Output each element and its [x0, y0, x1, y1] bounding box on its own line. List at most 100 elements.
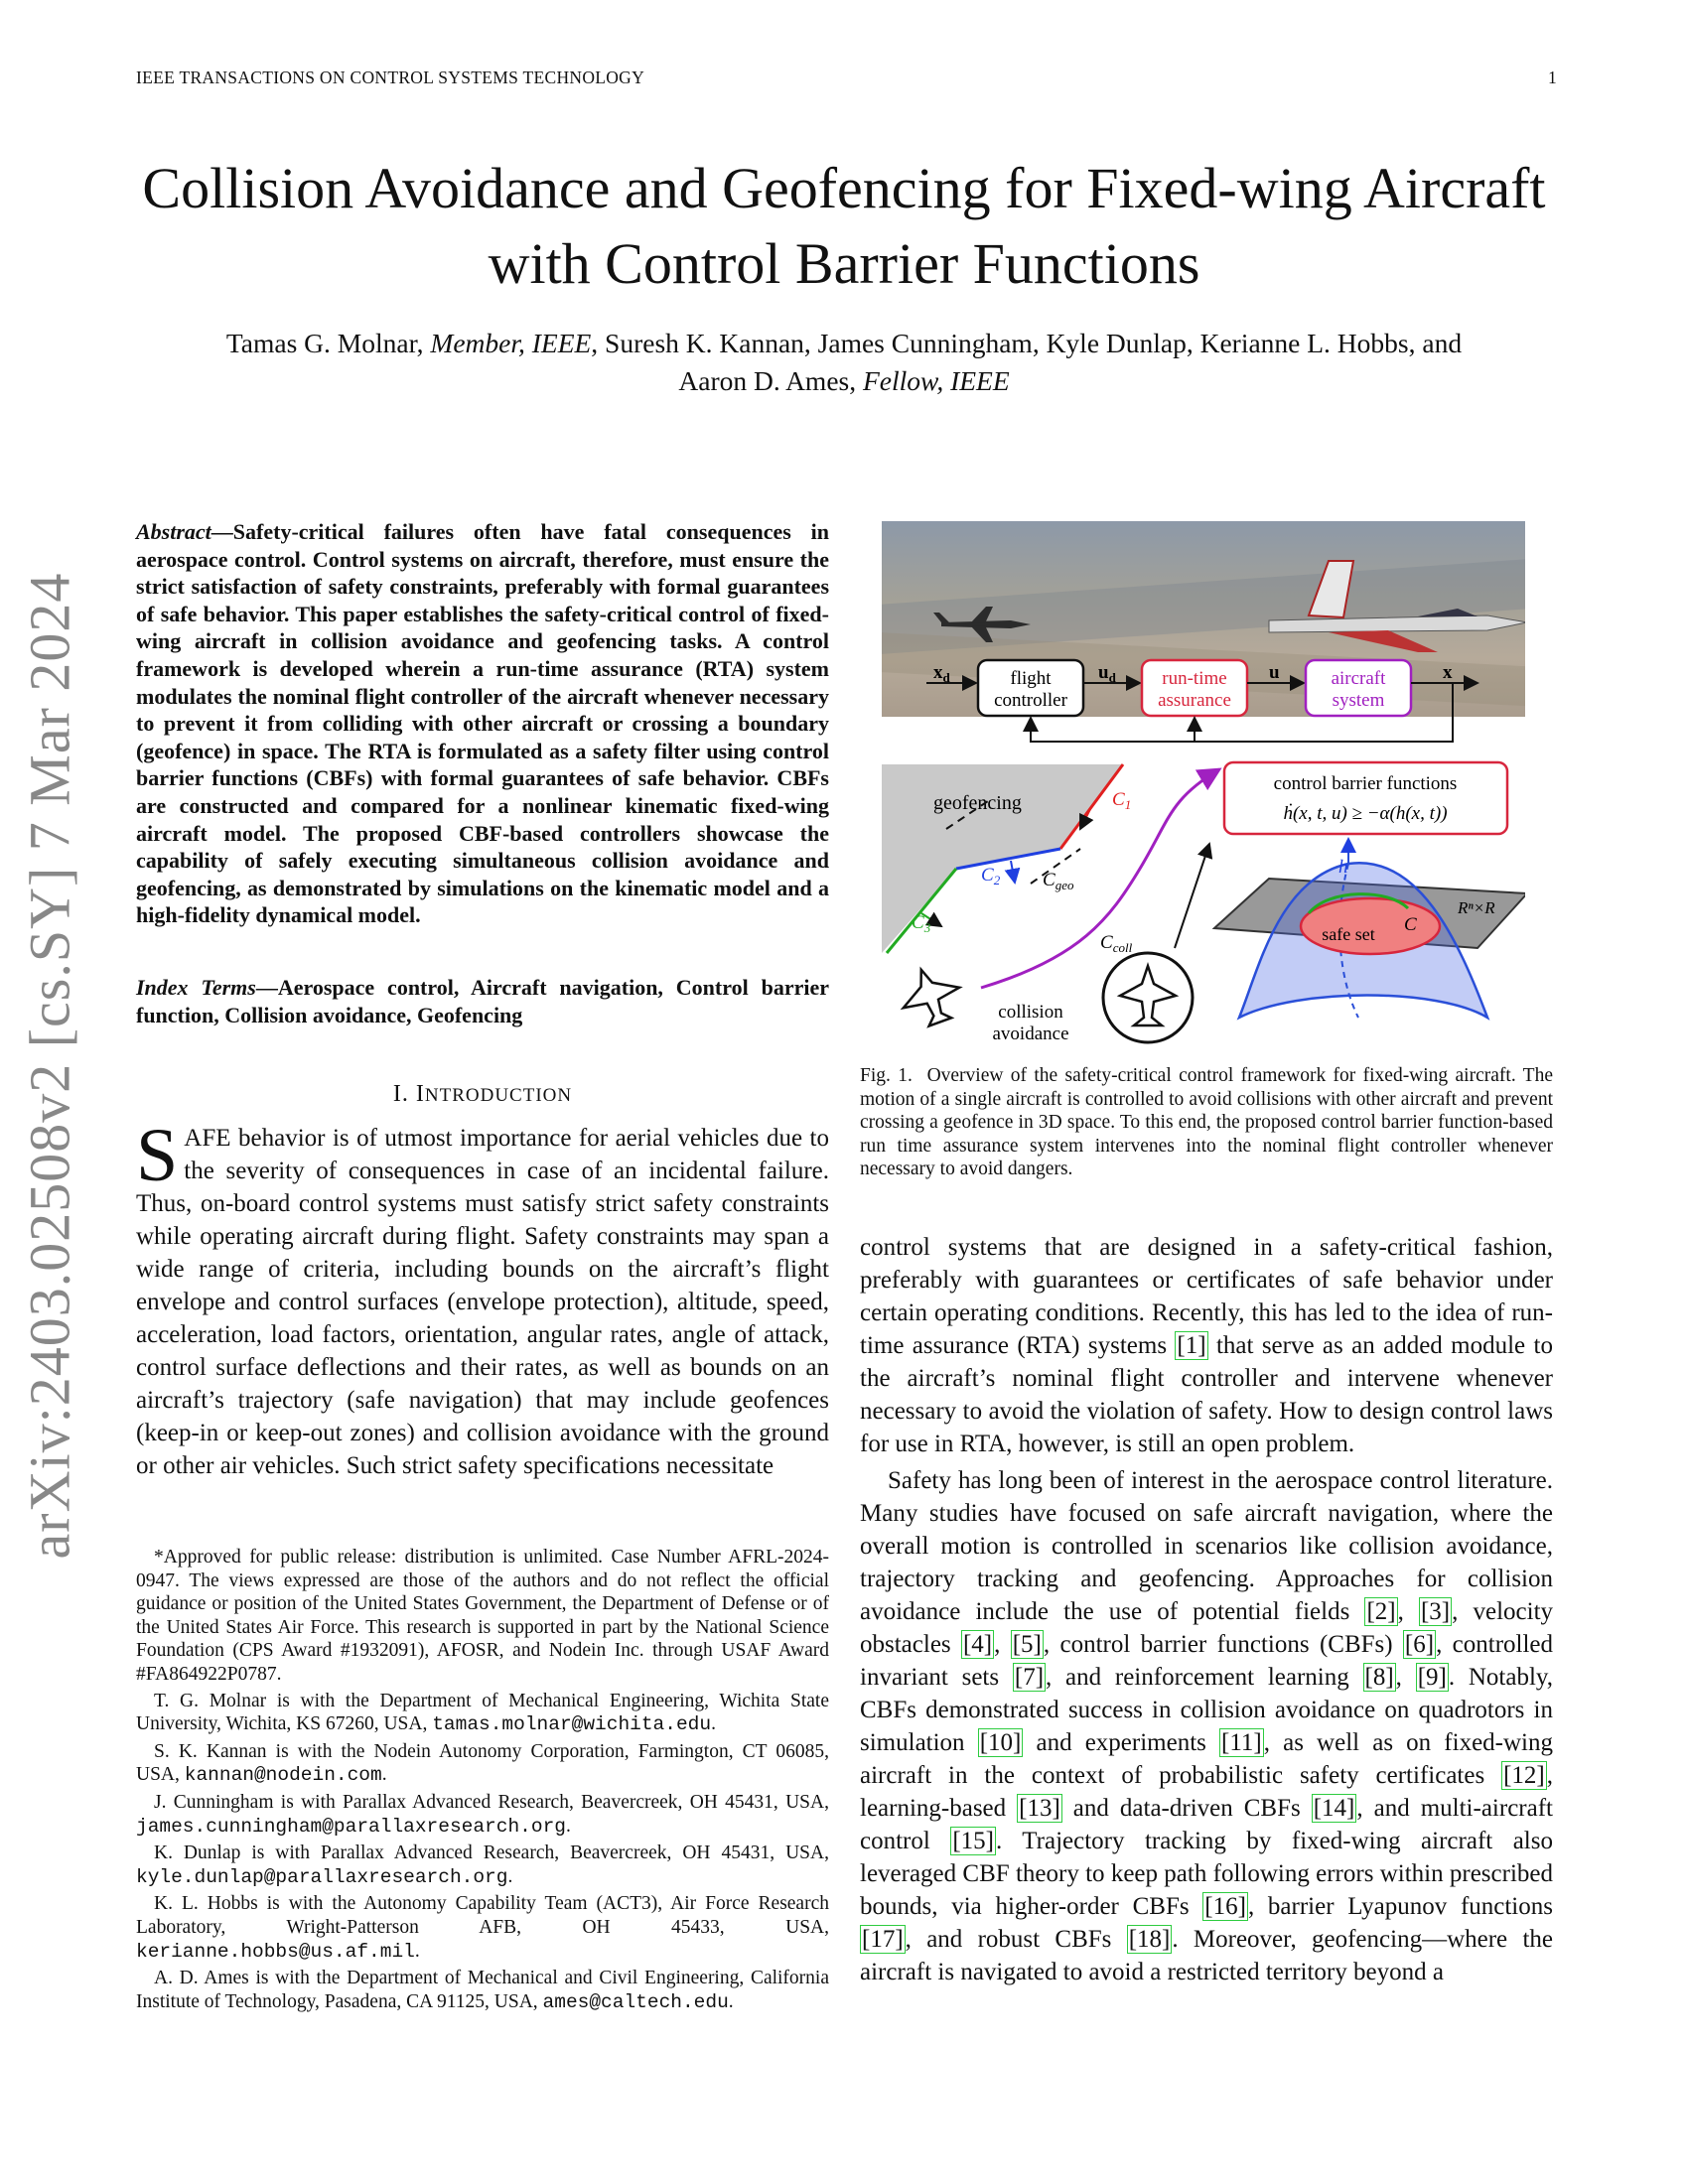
citation-1[interactable]: [1]: [1175, 1331, 1208, 1360]
p2-text: , barrier Lyapunov functions: [1247, 1893, 1553, 1920]
caption-text: Overview of the safety-critical control …: [860, 1065, 1553, 1179]
abstract-label: Abstract: [136, 519, 211, 544]
label-h: h: [1338, 857, 1348, 878]
constraint-c1: [1058, 763, 1125, 850]
citation-10[interactable]: [10]: [977, 1728, 1024, 1757]
label-ccoll: Ccoll: [1100, 932, 1133, 955]
own-aircraft-icon: [900, 966, 963, 1028]
citation-3[interactable]: [3]: [1418, 1597, 1453, 1626]
label-safe-set: safe set: [1322, 924, 1374, 944]
email-link-molnar[interactable]: tamas.molnar@wichita.edu: [432, 1713, 712, 1736]
email-link-kannan[interactable]: kannan@nodein.com: [184, 1764, 382, 1787]
email-link-ames[interactable]: ames@caltech.edu: [542, 1990, 729, 2013]
citation-8[interactable]: [8]: [1362, 1663, 1396, 1692]
label-space: Rⁿ×R: [1457, 898, 1495, 917]
citation-17[interactable]: [17]: [860, 1925, 906, 1954]
author-list: Tamas G. Molnar, Member, IEEE, Suresh K.…: [119, 325, 1569, 400]
section-title-first: I: [415, 1081, 425, 1107]
figure-diagram: xd flight controller ud run-time assuran…: [882, 560, 1525, 1044]
constraint-c3: [885, 868, 958, 954]
footnote-dunlap: K. Dunlap is with Parallax Advanced Rese…: [136, 1843, 829, 1888]
abstract-text: —Safety-critical failures often have fat…: [136, 519, 829, 928]
authors-line1-a: Tamas G. Molnar,: [225, 328, 431, 358]
citation-4[interactable]: [4]: [960, 1630, 995, 1659]
citation-2[interactable]: [2]: [1364, 1597, 1398, 1626]
running-head: IEEE TRANSACTIONS ON CONTROL SYSTEMS TEC…: [136, 68, 645, 87]
intruder-aircraft-icon: [1101, 951, 1195, 1044]
citation-15[interactable]: [15]: [950, 1827, 996, 1855]
p2-text: , velocity obstacles: [860, 1598, 1554, 1658]
constraint-c2: [955, 847, 1061, 871]
label-c2: C2: [981, 865, 1001, 887]
collision-label-1: collision: [998, 1002, 1063, 1023]
index-terms: Index Terms—Aerospace control, Aircraft …: [136, 974, 829, 1028]
section-number: I.: [392, 1081, 416, 1107]
footnote-molnar: T. G. Molnar is with the Department of M…: [136, 1690, 829, 1736]
citation-16[interactable]: [16]: [1202, 1892, 1248, 1921]
authors-line2-a: Aaron D. Ames,: [678, 365, 863, 396]
author-member-role: Member, IEEE: [430, 328, 592, 358]
footnote-dunlap-text: K. Dunlap is with Parallax Advanced Rese…: [154, 1843, 829, 1864]
caption-label: Fig. 1.: [860, 1065, 913, 1086]
p2-text: . Notably, CBFs demonstrated success in …: [860, 1664, 1554, 1756]
footnotes: *Approved for public release: distributi…: [136, 1546, 829, 2017]
geofencing-diagram: geofencing C1 C2 C3 Cgeo: [882, 763, 1131, 954]
citation-12[interactable]: [12]: [1501, 1761, 1547, 1790]
signal-xd: xd: [933, 662, 951, 685]
footnote-ames-text: A. D. Ames is with the Department of Mec…: [136, 1968, 829, 2012]
body-paragraph-1: control systems that are designed in a s…: [860, 1231, 1553, 1460]
geofencing-label: geofencing: [933, 792, 1022, 814]
p2-text: , and robust CBFs: [905, 1926, 1127, 1953]
figure-1: xd flight controller ud run-time assuran…: [882, 521, 1525, 1057]
p2-text: , and multi-aircraft control: [860, 1795, 1553, 1854]
plant-label-1: aircraft: [1332, 668, 1387, 689]
f16-jet-icon: [1268, 560, 1525, 652]
label-c3: C3: [912, 912, 931, 935]
rta-label-2: assurance: [1158, 690, 1231, 711]
p2-text: , control barrier functions (CBFs): [1043, 1631, 1403, 1658]
citation-13[interactable]: [13]: [1017, 1794, 1062, 1823]
p2-text: . Moreover, geofencing—where the aircraf…: [860, 1926, 1553, 1985]
p1-text-a: control systems that are designed in a s…: [860, 1234, 1553, 1359]
p2-text: and data-driven CBFs: [1061, 1795, 1312, 1822]
p2-text: , controlled invariant sets: [860, 1631, 1554, 1691]
cbf-title: control barrier functions: [1274, 773, 1458, 794]
arxiv-stamp: arXiv:2403.02508v2 [cs.SY] 7 Mar 2024: [17, 572, 82, 1560]
figure-caption: Fig. 1. Overview of the safety-critical …: [860, 1064, 1553, 1181]
index-terms-text: —Aerospace control, Aircraft navigation,…: [136, 975, 829, 1027]
citation-9[interactable]: [9]: [1415, 1663, 1449, 1692]
authors-line1-b: , Suresh K. Kannan, James Cunningham, Ky…: [591, 328, 1463, 358]
email-link-cunningham[interactable]: james.cunningham@parallaxresearch.org: [136, 1815, 566, 1838]
controller-label-1: flight: [1010, 668, 1052, 689]
email-link-dunlap[interactable]: kyle.dunlap@parallaxresearch.org: [136, 1865, 508, 1888]
body-paragraph-2: Safety has long been of interest in the …: [860, 1467, 1554, 1985]
footnote-hobbs: K. L. Hobbs is with the Autonomy Capabil…: [136, 1893, 829, 1963]
footnote-cunningham-text: J. Cunningham is with Parallax Advanced …: [154, 1791, 829, 1813]
trainer-jet-icon: [933, 607, 1031, 642]
footnote-hobbs-text: K. L. Hobbs is with the Autonomy Capabil…: [136, 1893, 829, 1938]
citation-7[interactable]: [7]: [1012, 1663, 1047, 1692]
footnote-cunningham: J. Cunningham is with Parallax Advanced …: [136, 1791, 829, 1838]
paper-title: Collision Avoidance and Geofencing for F…: [142, 156, 1546, 296]
signal-u: u: [1269, 662, 1280, 683]
p1-text-b: that serve as an added module to the air…: [860, 1332, 1553, 1457]
citation-6[interactable]: [6]: [1402, 1630, 1437, 1659]
collision-label-2: avoidance: [992, 1024, 1068, 1044]
citation-11[interactable]: [11]: [1219, 1728, 1264, 1757]
email-link-hobbs[interactable]: kerianne.hobbs@us.af.mil: [136, 1940, 415, 1963]
intro-text: AFE behavior is of utmost importance for…: [136, 1125, 829, 1479]
citation-18[interactable]: [18]: [1126, 1925, 1173, 1954]
safe-set-region: [1299, 896, 1442, 956]
citation-5[interactable]: [5]: [1010, 1630, 1044, 1659]
p2-text: , learning-based: [860, 1762, 1553, 1822]
signal-x: x: [1443, 662, 1453, 683]
controller-label-2: controller: [994, 690, 1068, 711]
p2-text: . Trajectory tracking by fixed-wing airc…: [860, 1828, 1553, 1920]
trajectory-path: [980, 767, 1222, 990]
footnote-ames: A. D. Ames is with the Department of Mec…: [136, 1968, 829, 2013]
cbf-surface-plot: h C safe set Rⁿ×R: [1211, 837, 1525, 1021]
label-c: C: [1404, 914, 1417, 935]
label-cgeo: Cgeo: [1043, 870, 1074, 892]
citation-14[interactable]: [14]: [1311, 1794, 1357, 1823]
